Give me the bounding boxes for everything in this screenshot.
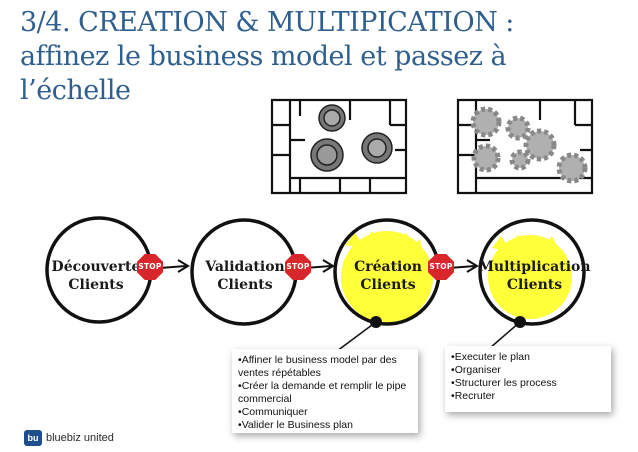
list-item: Executer le plan <box>451 351 605 364</box>
list-item: Créer la demande et remplir le pipe comm… <box>238 380 412 406</box>
logo-text: bluebiz united <box>46 432 114 444</box>
list-item: Valider le Business plan <box>238 419 412 432</box>
stage-label-line: Clients <box>217 277 273 293</box>
stage-label-line: Clients <box>506 277 563 293</box>
creation-note: Affiner le business model par des ventes… <box>232 349 418 433</box>
stage-label-line: Découverte <box>51 259 141 275</box>
stage-label-validation: Validation Clients <box>195 258 295 294</box>
multiplication-note: Executer le plan Organiser Structurer le… <box>445 346 611 412</box>
stage-circle-multiplication <box>478 218 586 326</box>
title-line-3: l’échelle <box>20 75 131 106</box>
creation-highlight <box>341 231 433 323</box>
stage-label-line: Multiplication <box>478 259 591 275</box>
title-line-2: affinez le business model et passez à <box>20 41 507 72</box>
multiplication-highlight <box>488 235 572 319</box>
list-item: Recruter <box>451 390 605 403</box>
stage-label-line: Validation <box>205 259 285 275</box>
stop-sign-icon: STOP <box>285 254 311 280</box>
creation-pin <box>332 316 382 355</box>
slide-title: 3/4. CREATION & MULTIPICATION : affinez … <box>20 6 620 108</box>
bluebiz-logo: bu bluebiz united <box>24 430 114 446</box>
list-item: Organiser <box>451 364 605 377</box>
stage-label-multiplication: Multiplication Clients <box>477 258 592 294</box>
stage-label-line: Clients <box>360 277 416 293</box>
arrow-1 <box>159 259 190 273</box>
logo-badge: bu <box>24 430 42 446</box>
stage-label-line: Création <box>354 259 422 275</box>
stop-sign-icon: STOP <box>137 254 163 280</box>
title-line-1: 3/4. CREATION & MULTIPICATION : <box>20 7 514 38</box>
stage-label-decouverte: Découverte Clients <box>46 258 146 294</box>
knobs-panel-icon <box>270 98 408 195</box>
gears-panel-icon <box>456 98 594 195</box>
multiplication-pin <box>489 316 526 349</box>
list-item: Structurer les process <box>451 377 605 390</box>
list-item: Affiner le business model par des ventes… <box>238 354 412 380</box>
stage-label-line: Clients <box>68 277 124 293</box>
stop-sign-icon: STOP <box>428 254 454 280</box>
list-item: Communiquer <box>238 406 412 419</box>
stage-label-creation: Création Clients <box>338 258 438 294</box>
